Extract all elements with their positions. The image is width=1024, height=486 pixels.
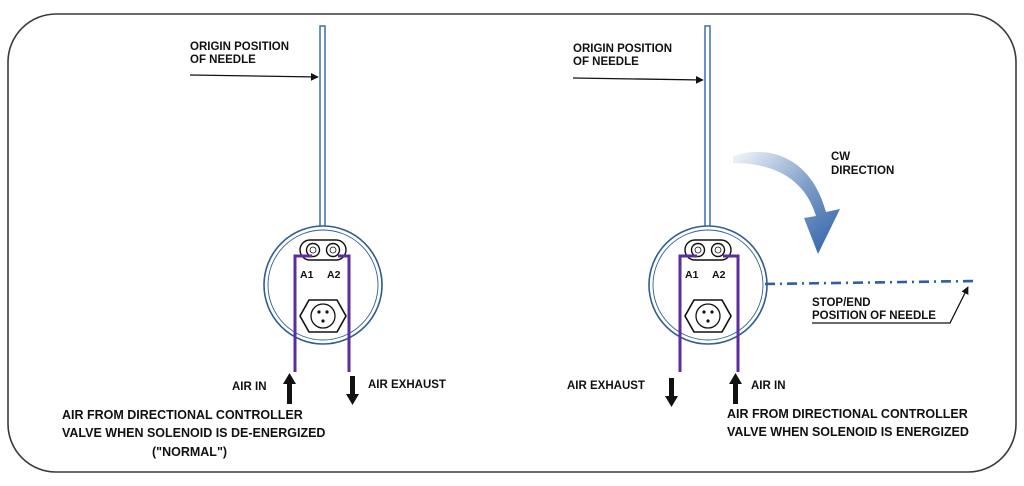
actuator-gauge-right <box>648 225 768 345</box>
left-panel: ORIGIN POSITION OF NEEDLE A1 A2 <box>62 25 446 459</box>
port-a2-circle <box>710 242 726 258</box>
origin-pointer-arrow <box>189 72 319 81</box>
right-panel: ORIGIN POSITION OF NEEDLE CW DIRECTION <box>567 25 976 439</box>
port-a1-label: A1 <box>685 269 699 281</box>
port-a2-circle <box>325 242 341 258</box>
origin-label-line1: ORIGIN POSITION <box>190 41 289 53</box>
cw-label-line2: DIRECTION <box>831 165 894 177</box>
caption-line1: AIR FROM DIRECTIONAL CONTROLLER <box>727 407 968 421</box>
actuator-gauge-left <box>263 225 383 345</box>
stop-pointer-arrow <box>812 286 969 324</box>
air-line-a1 <box>293 254 312 372</box>
port-a1-label: A1 <box>300 269 314 281</box>
port-a2-label: A2 <box>712 269 726 281</box>
air-line-a1 <box>678 254 697 372</box>
port-a2-label: A2 <box>327 269 341 281</box>
stop-label-line2: POSITION OF NEEDLE <box>812 310 936 322</box>
caption-line2: VALVE WHEN SOLENOID IS ENERGIZED <box>727 425 969 439</box>
air-in-label: AIR IN <box>232 381 267 393</box>
origin-label-line2: OF NEEDLE <box>190 54 256 66</box>
cw-direction-arrow <box>733 151 840 254</box>
air-exhaust-label: AIR EXHAUST <box>368 379 446 391</box>
port-a1-circle <box>305 242 321 258</box>
air-in-label: AIR IN <box>751 380 786 392</box>
origin-label-line1: ORIGIN POSITION <box>573 43 672 55</box>
caption-line1: AIR FROM DIRECTIONAL CONTROLLER <box>62 408 303 422</box>
caption-line3: ("NORMAL") <box>152 445 227 459</box>
hex-nut <box>684 299 732 333</box>
origin-label-line2: OF NEEDLE <box>573 56 639 68</box>
outer-frame <box>7 13 1017 473</box>
origin-pointer-arrow <box>572 75 704 84</box>
air-exhaust-arrow <box>346 376 359 405</box>
needle-origin-right <box>704 25 711 233</box>
hex-nut <box>299 299 347 333</box>
needle-origin-left <box>319 25 326 233</box>
air-in-arrow <box>729 373 742 404</box>
caption-line2: VALVE WHEN SOLENOID IS DE-ENERGIZED <box>62 426 325 440</box>
air-in-arrow <box>283 373 296 404</box>
air-line-a2 <box>723 254 740 372</box>
air-exhaust-label: AIR EXHAUST <box>567 380 645 392</box>
stop-label-line1: STOP/END <box>812 297 871 309</box>
port-a1-circle <box>690 242 706 258</box>
air-line-a2 <box>338 254 351 372</box>
air-exhaust-arrow <box>665 378 678 407</box>
cw-label-line1: CW <box>831 151 850 163</box>
